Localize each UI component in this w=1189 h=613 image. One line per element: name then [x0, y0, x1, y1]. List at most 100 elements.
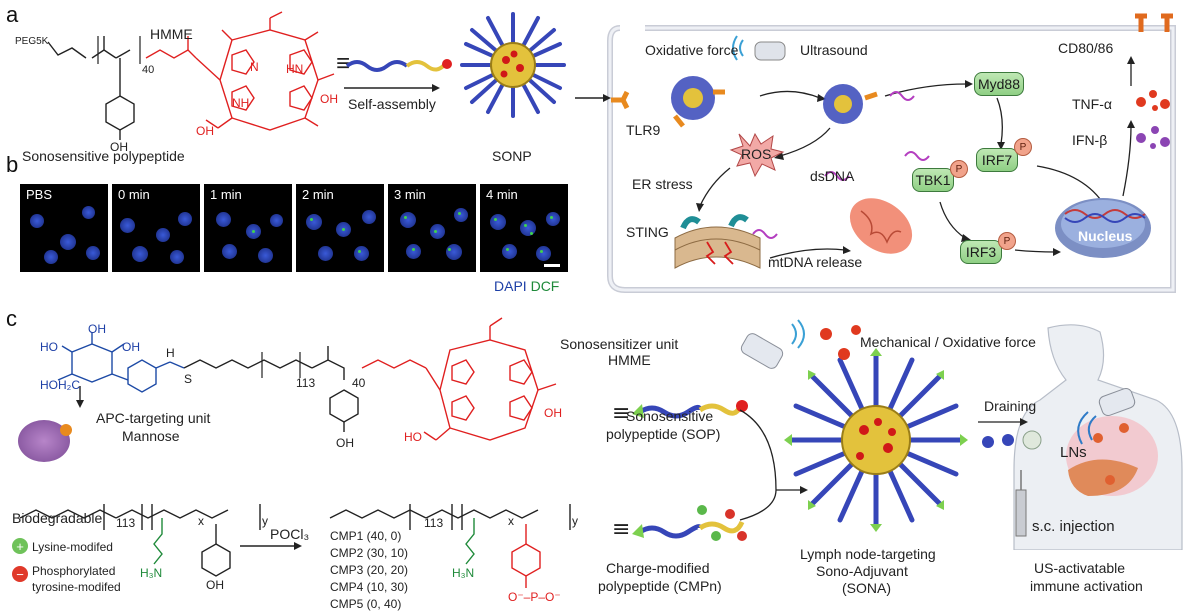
hmme-label-c: HMME [608, 352, 651, 368]
hmme-label: HMME [150, 26, 193, 42]
subscript-y-left: y [262, 514, 268, 528]
mannose-ho-1: HO [40, 340, 58, 354]
sonp-micelle [460, 12, 566, 118]
tbk1-phospho-badge: P [950, 160, 968, 178]
mechanical-oxidative-label: Mechanical / Oxidative force [860, 334, 1036, 350]
porphyrin-nh: NH [232, 96, 250, 110]
porphyrin-n: N [250, 60, 259, 74]
pocl3-label: POCl₃ [270, 526, 310, 542]
cell-membrane [575, 13, 1176, 293]
sc-injection-label: s.c. injection [1032, 518, 1115, 535]
microscopy-tile-pbs: PBS [20, 184, 108, 272]
scale-bar [544, 264, 560, 267]
irf7-phospho-badge: P [1014, 138, 1032, 156]
us-activatable-label-2: immune activation [1030, 578, 1143, 594]
cmp-list: CMP1 (40, 0) CMP2 (30, 10) CMP3 (20, 20)… [330, 528, 408, 613]
subscript-y-right: y [572, 514, 578, 528]
sona-label-3: (SONA) [842, 580, 891, 596]
microscopy-tile-4min: 4 min [480, 184, 568, 272]
self-assembly-arrow [344, 84, 440, 92]
patient-body [978, 324, 1183, 550]
draining-label: Draining [984, 398, 1037, 414]
subscript-113-bottom-left: 113 [116, 516, 136, 530]
sop-chain-a [345, 59, 452, 72]
panel-c-structures: ≡ ≡ [19, 317, 748, 588]
porphyrin-oh: OH [320, 92, 338, 106]
apc-receptor [60, 424, 72, 436]
svg-text:≡: ≡ [612, 401, 630, 426]
microscopy-tile-0min: 0 min [112, 184, 200, 272]
tnfa-label: TNF-α [1072, 96, 1112, 112]
lysine-h3n-right: H₃N [452, 566, 475, 580]
porphyrin-hn: HN [286, 62, 304, 76]
microscopy-tile-1min: 1 min [204, 184, 292, 272]
er-stress-label: ER stress [632, 176, 693, 192]
thiourea-h-1: H [166, 346, 175, 360]
tbk1-node: TBK1 [912, 168, 954, 192]
ifnb-label: IFN-β [1072, 132, 1108, 148]
mannose-label: Mannose [122, 428, 180, 444]
biodegradable-label: Biodegradable [12, 510, 103, 526]
sting-label: STING [626, 224, 669, 240]
plus-icon: + [12, 538, 28, 554]
porphyrin-oh-c: OH [544, 406, 562, 420]
ultrasound-label: Ultrasound [800, 42, 868, 58]
cd8086-label: CD80/86 [1058, 40, 1114, 56]
irf3-phospho-badge: P [998, 232, 1016, 250]
ros-label: ROS [741, 146, 772, 162]
thiourea-s: S [184, 372, 193, 386]
phosphate-group: O⁻–P–O⁻ [508, 590, 561, 604]
svg-text:≡: ≡ [612, 517, 630, 542]
tile-label: 4 min [486, 187, 518, 202]
legend-dapi: DAPI [494, 278, 527, 294]
oxidative-force-label: Oxidative force [645, 42, 739, 58]
panel-a-structure [47, 11, 335, 140]
minus-icon: − [12, 566, 28, 582]
carboxyl-oh: OH [196, 124, 214, 138]
subscript-x-right: x [508, 514, 514, 528]
irf7-node: IRF7 [976, 148, 1018, 172]
lns-label: LNs [1060, 444, 1087, 461]
phospho-label-2: tyrosine-modifed [32, 580, 121, 594]
apc-targeting-label: APC-targeting unit [96, 410, 211, 426]
sop-label-1: Sonosensitive [626, 408, 714, 424]
cmp-item: CMP1 (40, 0) [330, 529, 402, 543]
tyrosine-oh: OH [110, 140, 128, 154]
irf3-node: IRF3 [960, 240, 1002, 264]
cmp-item: CMP3 (20, 20) [330, 563, 409, 577]
mtdna-release-label: mtDNA release [768, 254, 863, 270]
subscript-113-top: 113 [296, 376, 316, 390]
lysine-h3n-left: H₃N [140, 566, 163, 580]
tile-label: 2 min [302, 187, 334, 202]
sonosensitizer-unit-label: Sonosensitizer unit [560, 336, 679, 352]
microscopy-legend: DAPI DCF [494, 278, 559, 294]
sonosensitive-caption: Sonosensitive polypeptide [22, 148, 185, 164]
tyrosine-oh-bottom: OH [206, 578, 224, 592]
tile-label: 0 min [118, 187, 150, 202]
mannose-oh-1: OH [88, 322, 106, 336]
sona-micelle [739, 319, 968, 532]
cmp-item: CMP2 (30, 10) [330, 546, 409, 560]
subscript-x-left: x [198, 514, 204, 528]
sona-label-2: Sono-Adjuvant [816, 563, 908, 579]
sop-label-2: polypeptide (SOP) [606, 426, 721, 442]
cmp-item: CMP4 (10, 30) [330, 580, 409, 594]
carboxyl-ho-c: HO [404, 430, 422, 444]
panel-label-b: b [6, 152, 19, 177]
us-activatable-label-1: US-activatable [1034, 560, 1126, 576]
mannose-oh-2: OH [122, 340, 140, 354]
cmpn-label-1: Charge-modified [606, 560, 710, 576]
sonp-label: SONP [492, 148, 532, 164]
polymer-subscript-40: 40 [142, 64, 155, 76]
tlr9-label: TLR9 [626, 122, 661, 138]
microscopy-tile-2min: 2 min [296, 184, 384, 272]
mannose-hoh2c: HOH₂C [40, 378, 80, 392]
peg5k-label: PEG5K [15, 36, 49, 47]
tile-label: 3 min [394, 187, 426, 202]
tile-label: PBS [26, 187, 53, 202]
phospho-label-1: Phosphorylated [32, 564, 116, 578]
tile-label: 1 min [210, 187, 242, 202]
lysine-modified-label: Lysine-modifed [32, 540, 113, 554]
dsdna-label: dsDNA [810, 168, 855, 184]
cmpn-label-2: polypeptide (CMPn) [598, 578, 722, 594]
